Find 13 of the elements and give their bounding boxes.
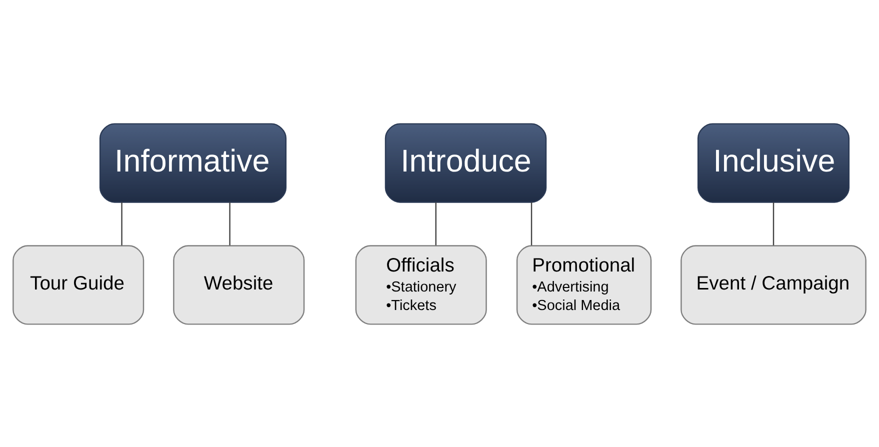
node-box: Promotional •Advertising •Social Media (516, 244, 652, 324)
connector (772, 202, 774, 245)
connector (530, 202, 532, 245)
node-box: Tour Guide (12, 244, 144, 324)
connector (121, 202, 122, 245)
connector (229, 202, 230, 245)
node-box: Inclusive (697, 122, 850, 202)
node-box: Event / Campaign (680, 244, 866, 324)
node-box: Introduce (384, 122, 547, 202)
node-box: Informative (99, 122, 287, 202)
node-box: Officials •Stationery •Tickets (355, 244, 487, 324)
node-box: Website (173, 244, 305, 324)
connector (435, 202, 436, 245)
